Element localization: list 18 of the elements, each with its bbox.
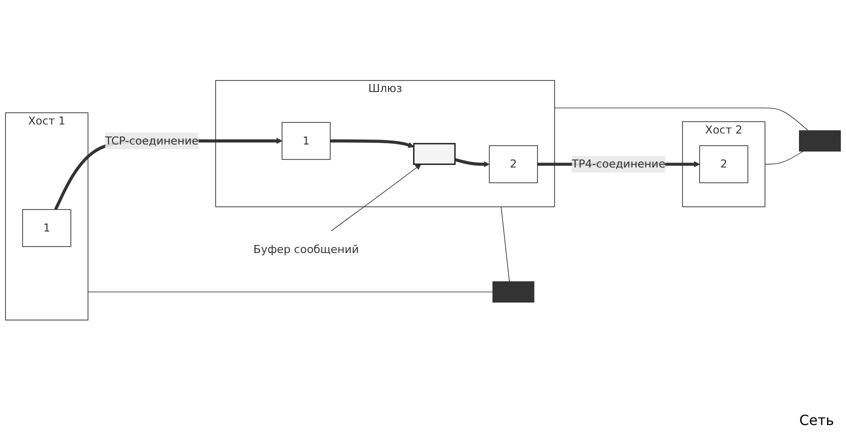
connector	[554, 107, 808, 131]
node-box: 1	[22, 208, 72, 247]
connector	[88, 291, 494, 292]
edge-label: TP4-соединение	[572, 157, 666, 170]
edge-label: TCP-соединение	[105, 134, 198, 147]
arrow	[454, 158, 490, 167]
arrow	[330, 164, 422, 231]
node-box: 2	[488, 145, 538, 183]
node-box: 1	[282, 122, 331, 160]
node-box: 2	[699, 145, 748, 183]
node-box	[413, 142, 456, 165]
node-bar	[798, 130, 841, 152]
node-text: Буфер сообщений	[253, 242, 359, 256]
arrow	[330, 139, 414, 148]
network-label: Сеть	[799, 413, 834, 429]
node-bar	[492, 281, 534, 302]
connector	[764, 150, 804, 164]
connector	[500, 206, 510, 282]
